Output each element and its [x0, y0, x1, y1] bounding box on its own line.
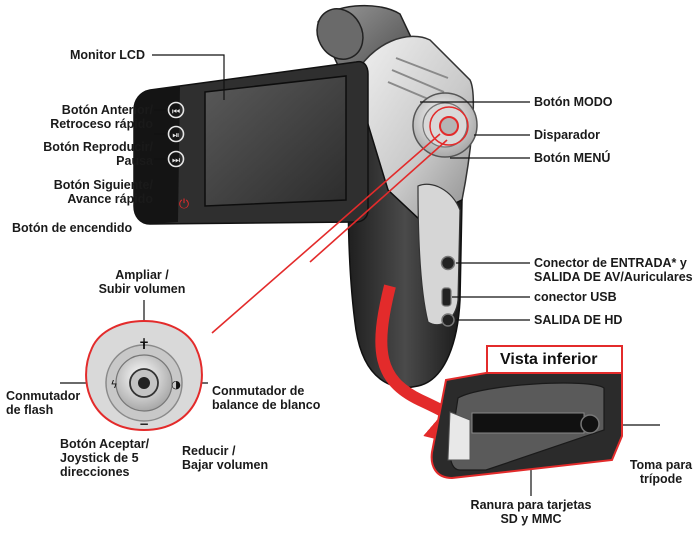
label-vista-inferior: Vista inferior — [500, 351, 598, 368]
label-boton-siguiente: Botón Siguiente/Avance rápido — [53, 178, 153, 206]
label-boton-modo: Botón MODO — [534, 95, 613, 109]
label-boton-menu: Botón MENÚ — [534, 151, 611, 165]
label-reducir: Reducir /Bajar volumen — [182, 444, 269, 472]
label-monitor-lcd: Monitor LCD — [70, 48, 145, 62]
power-icon[interactable]: ⏻ — [179, 197, 189, 212]
lcd-panel — [133, 60, 369, 225]
leader-lines — [60, 54, 660, 496]
label-conector-usb: conector USB — [534, 290, 617, 304]
skip-back-icon[interactable]: ⏮ — [172, 107, 180, 117]
play-pause-icon[interactable]: ⏯ — [172, 131, 179, 141]
minus-icon[interactable]: − — [139, 417, 149, 431]
five-way-control — [85, 320, 203, 432]
label-boton-encendido: Botón de encendido — [12, 221, 133, 235]
white-balance-icon[interactable]: ◑ — [171, 378, 181, 391]
label-ampliar: Ampliar /Subir volumen — [98, 268, 186, 296]
label-boton-reproducir: Botón Reproducir/Pausa — [43, 140, 153, 168]
plus-icon[interactable]: + — [139, 335, 149, 349]
bottom-view-panel — [430, 345, 623, 480]
skip-forward-icon[interactable]: ⏭ — [172, 156, 180, 166]
label-disparador: Disparador — [534, 128, 600, 142]
label-boton-anterior: Botón Anterior/Retroceso rápido — [50, 103, 153, 131]
label-salida-hd: SALIDA DE HD — [534, 313, 623, 327]
camcorder-body — [316, 4, 478, 389]
flash-icon[interactable]: ϟ — [110, 378, 117, 391]
